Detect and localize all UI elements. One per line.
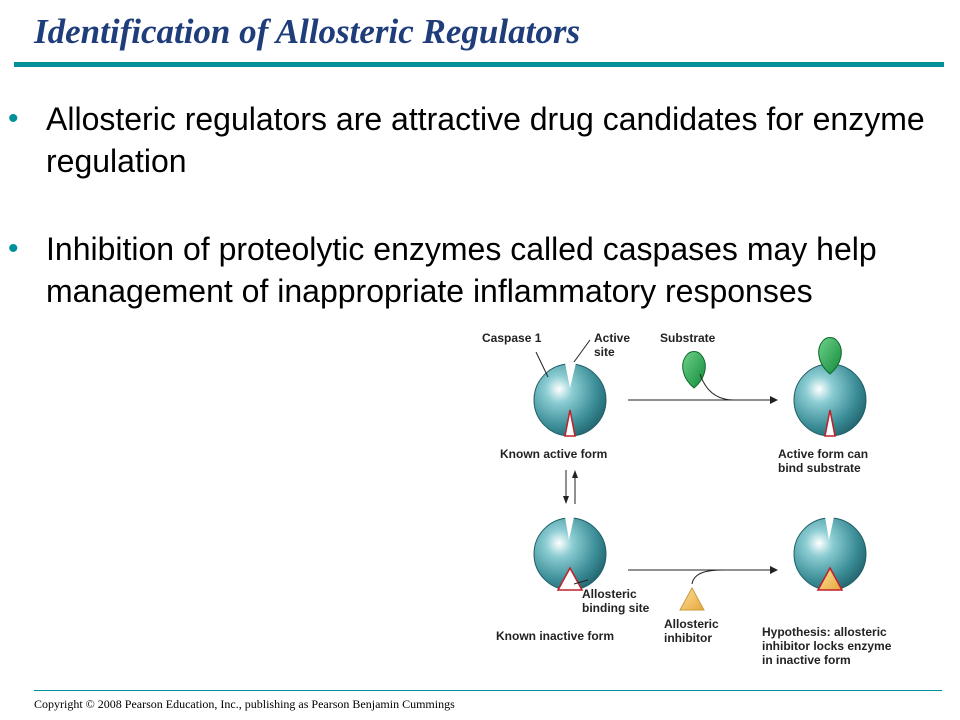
enzyme-inactive-form bbox=[533, 517, 607, 591]
copyright-notice: Copyright © 2008 Pearson Education, Inc.… bbox=[34, 697, 455, 711]
label-known-inactive: Known inactive form bbox=[496, 629, 614, 643]
reaction-arrowhead-top-icon bbox=[770, 396, 778, 404]
label-active-site: Active site bbox=[594, 331, 633, 359]
caspase-allosteric-diagram: Caspase 1 Active site Substrate Known ac… bbox=[482, 331, 895, 667]
bullet-dot-icon: • bbox=[8, 232, 19, 265]
title-divider bbox=[14, 62, 944, 67]
bullet-text: Allosteric regulators are attractive dru… bbox=[46, 101, 925, 179]
enzyme-inhibited-form bbox=[793, 517, 867, 591]
substrate-shape bbox=[682, 351, 706, 389]
inhibitor-approach-curve bbox=[691, 569, 725, 585]
label-substrate: Substrate bbox=[660, 331, 716, 345]
bullet-item: • Inhibition of proteolytic enzymes call… bbox=[8, 228, 943, 312]
footer-divider bbox=[34, 690, 942, 691]
label-allosteric-binding: Allosteric binding site bbox=[582, 587, 650, 615]
label-known-active: Known active form bbox=[500, 447, 607, 461]
label-allosteric-inhibitor: Allosteric inhibitor bbox=[664, 617, 722, 645]
slide-title: Identification of Allosteric Regulators bbox=[34, 12, 581, 51]
substrate-approach-curve bbox=[699, 373, 735, 401]
pointer-binding-site bbox=[573, 579, 589, 585]
reaction-arrowhead-bottom-icon bbox=[770, 566, 778, 574]
enzyme-substrate-bound bbox=[793, 363, 867, 437]
pointer-active-site bbox=[573, 339, 591, 363]
label-hypothesis: Hypothesis: allosteric inhibitor locks e… bbox=[762, 625, 895, 667]
allosteric-inhibitor-shape bbox=[679, 586, 705, 611]
bullet-dot-icon: • bbox=[8, 102, 19, 135]
enzyme-active-form bbox=[533, 363, 607, 437]
bullet-text: Inhibition of proteolytic enzymes called… bbox=[46, 231, 877, 309]
equilibrium-arrowhead-up-icon bbox=[572, 470, 578, 478]
substrate-bound-shape bbox=[818, 337, 842, 375]
pointer-caspase bbox=[535, 351, 549, 378]
label-active-can-bind: Active form can bind substrate bbox=[778, 447, 871, 475]
label-caspase: Caspase 1 bbox=[482, 331, 542, 345]
bullet-item: • Allosteric regulators are attractive d… bbox=[8, 98, 943, 182]
equilibrium-arrowhead-down-icon bbox=[563, 496, 569, 504]
